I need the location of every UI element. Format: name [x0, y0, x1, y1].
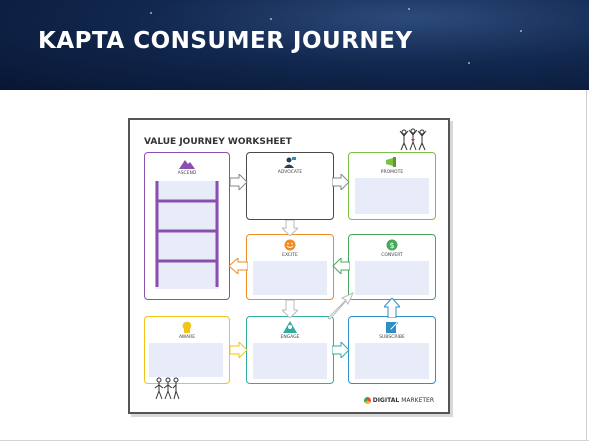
stage-promote-entry-area[interactable] [355, 178, 429, 214]
arrow-aware-to-engage [230, 342, 248, 358]
head-lightbulb-icon [182, 321, 192, 333]
stage-aware-label: AWARE [178, 335, 196, 340]
stage-advocate-box: ADVOCATE [246, 152, 334, 220]
arrow-engage-to-subscribe [332, 342, 350, 358]
stage-convert-box: $ CONVERT [348, 234, 436, 300]
stage-aware-box: AWARE [144, 316, 230, 384]
worksheet-title: VALUE JOURNEY WORKSHEET [144, 137, 292, 147]
logo-mark-icon [363, 397, 371, 404]
svg-text:$: $ [389, 241, 394, 250]
stage-engage-box: ENGAGE [246, 316, 334, 384]
slide-right-edge [586, 90, 587, 440]
slide-title: KAPTA CONSUMER JOURNEY [38, 28, 413, 54]
stage-subscribe-entry-area[interactable] [355, 343, 429, 379]
logo-word-rest: MARKETER [401, 397, 434, 404]
ladder-illustration [155, 181, 219, 289]
stage-advocate-label: ADVOCATE [277, 170, 303, 175]
stage-ascend-label: ASCEND [177, 171, 197, 176]
smiley-icon [284, 239, 296, 251]
stage-convert-entry-area[interactable] [355, 261, 429, 295]
stage-subscribe-label: SUBSCRIBE [379, 335, 405, 340]
logo-word-bold: DIGITAL [372, 397, 400, 404]
arrow-convert-to-excite [332, 258, 350, 274]
stage-engage-label: ENGAGE [280, 335, 300, 340]
slide-bottom-edge [0, 440, 589, 441]
stage-convert-label: CONVERT [381, 253, 403, 258]
arrow-excite-to-ascend [228, 258, 248, 274]
value-journey-worksheet: VALUE JOURNEY WORKSHEET ASCEND ADVOCATE … [128, 118, 450, 414]
person-speaking-icon [284, 157, 296, 168]
slide-header-banner: KAPTA CONSUMER JOURNEY [0, 0, 589, 90]
stage-promote-label: PROMOTE [380, 170, 404, 175]
dollar-cycle-icon: $ [386, 239, 398, 251]
stage-excite-label: EXCITE [282, 253, 298, 258]
stage-subscribe-box: SUBSCRIBE [348, 316, 436, 384]
people-group-icon [283, 321, 297, 333]
stage-engage-entry-area[interactable] [253, 343, 327, 379]
stage-excite-box: EXCITE [246, 234, 334, 300]
edit-form-icon [386, 321, 398, 333]
arrow-engage-to-convert [327, 292, 354, 320]
megaphone-icon [386, 157, 396, 167]
arrow-ascend-to-advocate [230, 174, 248, 190]
arrow-subscribe-to-convert [384, 298, 400, 318]
stage-ascend-box: ASCEND [144, 152, 230, 300]
mountain-icon [179, 160, 195, 169]
celebrating-people-icon [399, 128, 427, 151]
walking-people-icon [154, 377, 180, 400]
arrow-excite-to-advocate [282, 220, 298, 236]
arrow-engage-to-excite [282, 300, 298, 318]
arrow-advocate-to-promote [332, 174, 350, 190]
stage-promote-box: PROMOTE [348, 152, 436, 220]
stage-excite-entry-area[interactable] [253, 261, 327, 295]
stage-aware-entry-area[interactable] [149, 343, 223, 377]
